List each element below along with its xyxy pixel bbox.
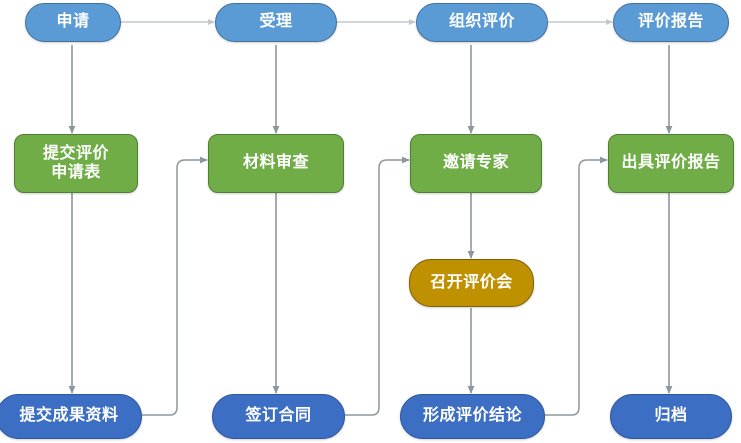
deliverable-node-sign-contract-label: 签订合同 xyxy=(245,407,312,425)
deliverable-node-submit-materials[interactable]: 提交成果资料 xyxy=(0,394,142,439)
action-node-review-docs[interactable]: 材料审查 xyxy=(208,134,344,193)
action-node-review-docs-label: 材料审查 xyxy=(242,154,309,172)
deliverable-node-submit-materials-label: 提交成果资料 xyxy=(19,407,119,425)
action-node-invite-expert[interactable]: 邀请专家 xyxy=(410,134,542,193)
deliverable-node-form-conclusion-label: 形成评价结论 xyxy=(422,407,522,425)
action-node-invite-expert-label: 邀请专家 xyxy=(442,154,509,172)
action-node-issue-report[interactable]: 出具评价报告 xyxy=(608,134,734,193)
deliverable-node-archive[interactable]: 归档 xyxy=(610,394,732,439)
stage-node-accept-label: 受理 xyxy=(259,13,293,31)
stage-node-apply-label: 申请 xyxy=(56,13,90,31)
stage-node-report-label: 评价报告 xyxy=(637,13,704,31)
deliverable-node-archive-label: 归档 xyxy=(654,407,688,425)
stage-node-organize[interactable]: 组织评价 xyxy=(416,3,548,42)
stage-node-apply[interactable]: 申请 xyxy=(25,3,121,42)
action-node-submit-form-line2: 申请表 xyxy=(51,163,101,181)
action-node-issue-report-label: 出具评价报告 xyxy=(621,154,721,172)
stage-node-accept[interactable]: 受理 xyxy=(215,3,337,42)
meeting-node-hold-meeting[interactable]: 召开评价会 xyxy=(409,259,534,307)
stage-node-report[interactable]: 评价报告 xyxy=(613,3,729,42)
meeting-node-hold-meeting-label: 召开评价会 xyxy=(430,273,513,291)
deliverable-node-sign-contract[interactable]: 签订合同 xyxy=(212,394,345,439)
stage-node-organize-label: 组织评价 xyxy=(448,13,515,31)
elbow-arrows xyxy=(142,156,608,416)
drop-arrows xyxy=(68,45,673,394)
action-node-submit-form[interactable]: 提交评价 申请表 xyxy=(14,134,138,193)
action-node-submit-form-line1: 提交评价 xyxy=(42,144,109,162)
deliverable-node-form-conclusion[interactable]: 形成评价结论 xyxy=(400,394,545,439)
